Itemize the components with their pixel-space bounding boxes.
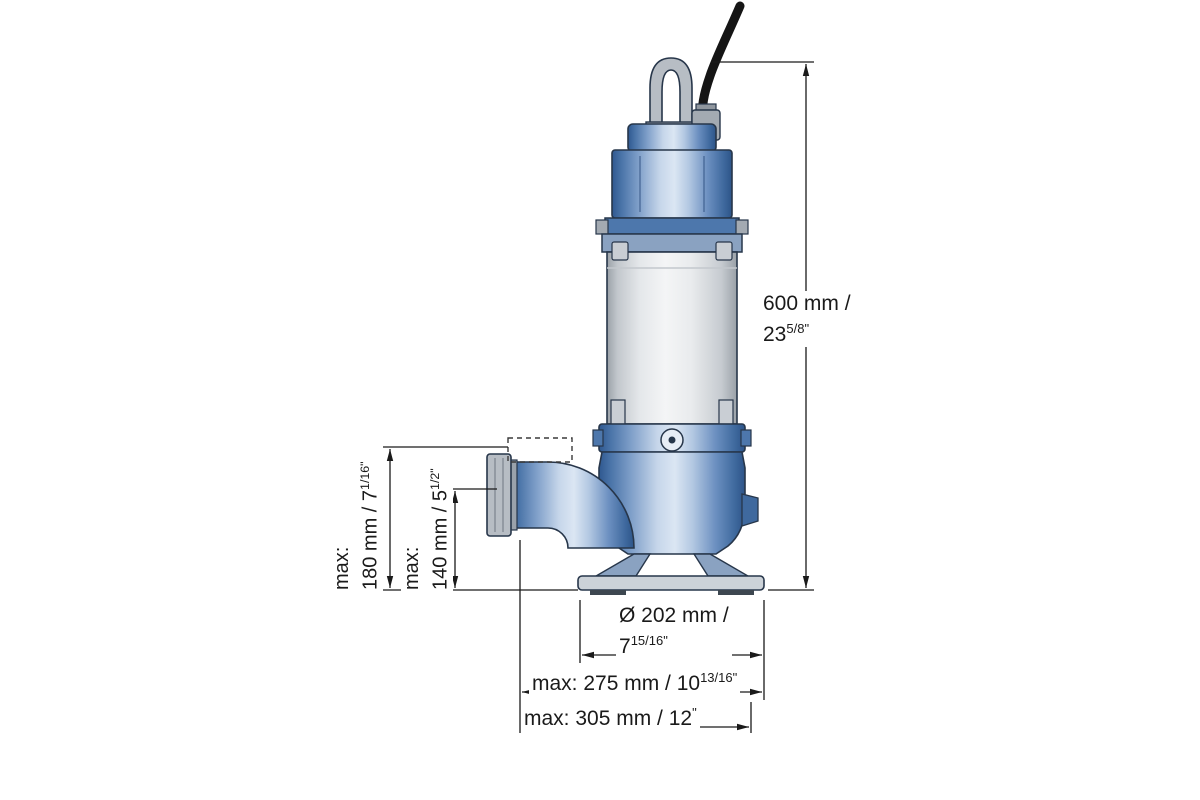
dimension-lines xyxy=(386,64,810,731)
fraction: 13/16" xyxy=(700,670,738,685)
dim-label-max-275: max: 275 mm / 1013/16" xyxy=(529,665,741,696)
dim-text-line: 180 mm / 71/16" xyxy=(358,461,382,590)
dim-text-line: 140 mm / 51/2" xyxy=(428,468,452,590)
dim-text-line: max: xyxy=(401,546,423,590)
dim-label-base-diameter: Ø 202 mm / 715/16" xyxy=(616,603,732,659)
dim-text-line: max: xyxy=(331,546,353,590)
dim-text-line: 235/8" xyxy=(763,321,810,346)
dimension-extension-lines xyxy=(383,61,814,733)
fraction: 1/16" xyxy=(358,461,372,490)
discharge-elbow xyxy=(508,461,635,549)
motor-housing xyxy=(595,123,749,235)
dim-text-line: Ø 202 mm / xyxy=(619,604,729,627)
dim-label-max-305: max: 305 mm / 12" xyxy=(521,700,700,731)
dim-text-line: 600 mm / xyxy=(763,292,851,315)
dim-label-total-height: 600 mm / 235/8" xyxy=(760,291,854,347)
fraction: " xyxy=(692,705,697,720)
discharge-flange xyxy=(486,453,518,537)
dashed-port-outline xyxy=(507,437,573,463)
fraction: 5/8" xyxy=(786,321,810,336)
fraction: 1/2" xyxy=(428,468,442,490)
dim-text-line: 715/16" xyxy=(619,633,668,658)
base-stand xyxy=(577,553,765,595)
stainless-steel-casing xyxy=(606,241,738,425)
fraction: 15/16" xyxy=(630,633,668,648)
